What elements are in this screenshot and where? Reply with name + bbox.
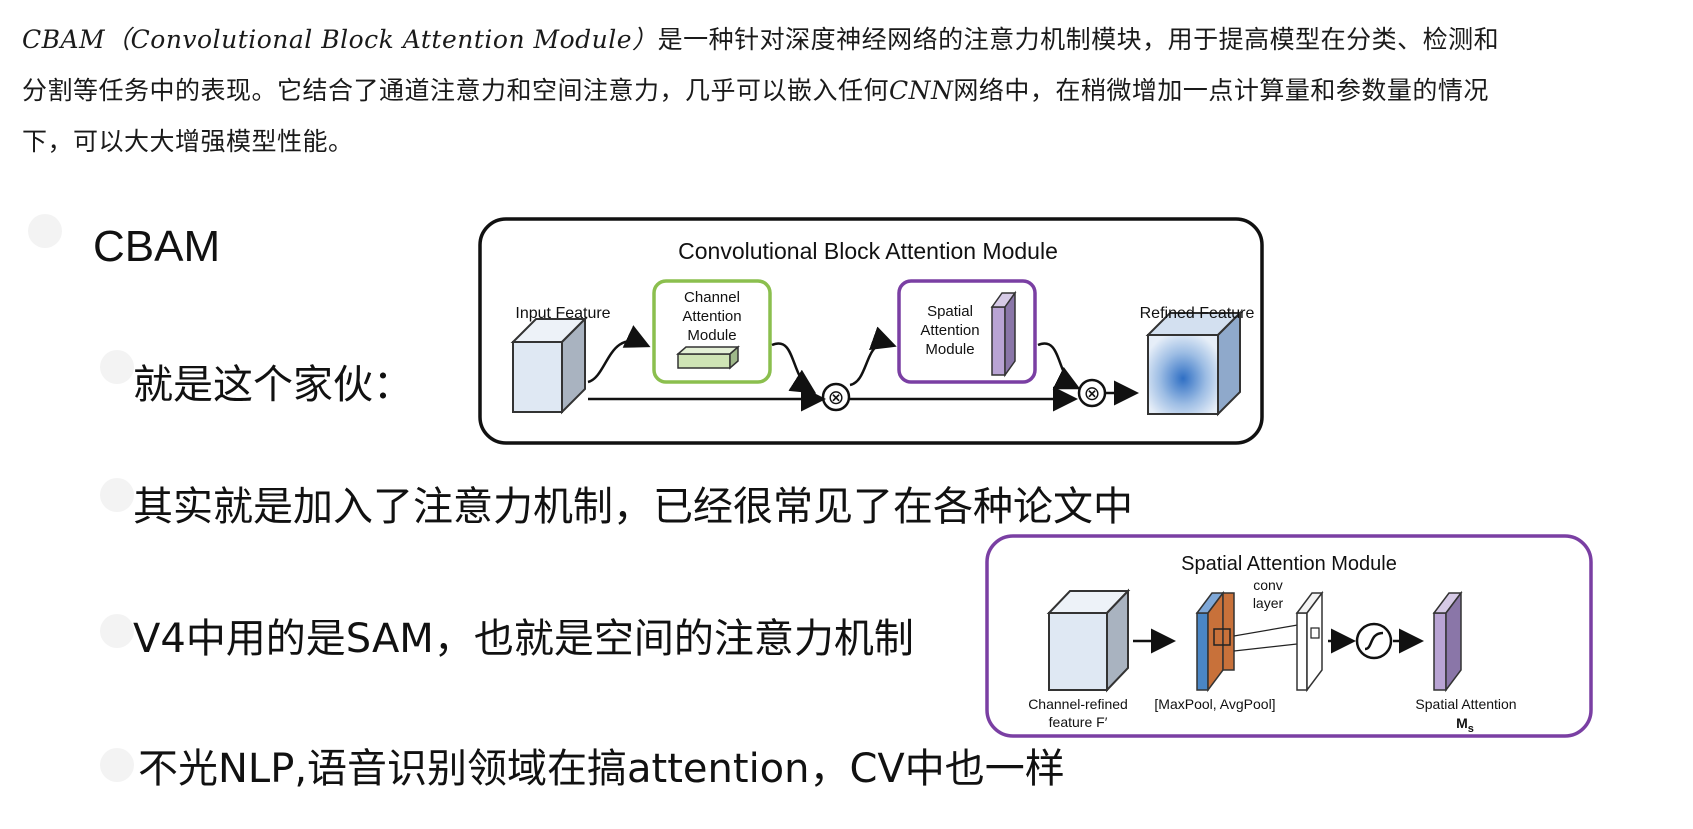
spatial-attention-map xyxy=(1432,590,1463,693)
multiply-icon xyxy=(1077,378,1107,408)
conv-layer-map xyxy=(1295,590,1324,693)
channel-attention-module: Channel Attention Module xyxy=(652,279,772,384)
spatial-label-line: Spatial xyxy=(927,303,973,320)
output-label-line: Spatial Attention xyxy=(1415,696,1516,712)
channel-label-line: Channel xyxy=(684,289,740,306)
intro-latin-cnn: CNN xyxy=(889,76,954,105)
conv-label-line: layer xyxy=(1253,595,1284,611)
intro-line-1: CBAM（Convolutional Block Attention Modul… xyxy=(22,14,1682,65)
spatial-label-line: Module xyxy=(925,341,974,358)
bullet-4: 不光NLP,语音识别领域在搞attention，CV中也一样 xyxy=(138,746,1065,792)
intro-line-3: 下，可以大大增强模型性能。 xyxy=(22,127,354,156)
intro-line-2: 分割等任务中的表现。它结合了通道注意力和空间注意力，几乎可以嵌入任何CNN网络中… xyxy=(22,65,1682,116)
bullet-1: 就是这个家伙： xyxy=(133,362,413,408)
sigmoid-icon xyxy=(1355,622,1393,660)
bullet-2: 其实就是加入了注意力机制，已经很常见了在各种论文中 xyxy=(133,484,1133,530)
bullet-dot xyxy=(28,214,62,248)
bullet-dot xyxy=(100,478,134,512)
intro-text: 是一种针对深度神经网络的注意力机制模块，用于提高模型在分类、检测和 xyxy=(657,25,1500,54)
intro-paragraph: CBAM（Convolutional Block Attention Modul… xyxy=(22,14,1682,167)
sam-diagram: Spatial Attention Module conv layer Chan… xyxy=(985,534,1595,740)
spatial-attention-module: Spatial Attention Module xyxy=(897,279,1037,384)
refined-feature-label: Refined Feature xyxy=(1140,305,1255,322)
output-symbol: Ms xyxy=(1456,715,1474,735)
intro-latin-title: CBAM（Convolutional Block Attention Modul… xyxy=(22,25,658,54)
cbam-diagram: Convolutional Block Attention Module Inp… xyxy=(478,217,1266,447)
intro-text: 分割等任务中的表现。它结合了通道注意力和空间注意力，几乎可以嵌入任何 xyxy=(22,76,890,105)
spatial-label-line: Attention xyxy=(920,322,979,339)
multiply-symbol: ⊗ xyxy=(1084,383,1101,405)
channel-refined-cube xyxy=(1046,588,1131,693)
multiply-symbol: ⊗ xyxy=(828,387,845,409)
input-label-line: feature F′ xyxy=(1049,714,1108,730)
bullet-dot xyxy=(100,748,134,782)
bullet-dot xyxy=(100,614,134,648)
cbam-title: Convolutional Block Attention Module xyxy=(678,238,1058,264)
pool-label: [MaxPool, AvgPool] xyxy=(1154,696,1275,712)
intro-text: 网络中，在稍微增加一点计算量和参数量的情况 xyxy=(953,76,1489,105)
channel-label-line: Attention xyxy=(682,308,741,325)
conv-label-line: conv xyxy=(1253,577,1283,593)
sam-title: Spatial Attention Module xyxy=(1181,553,1397,575)
input-label-line: Channel-refined xyxy=(1028,696,1128,712)
bullet-3: V4中用的是SAM，也就是空间的注意力机制 xyxy=(133,616,914,662)
input-cube xyxy=(510,316,588,415)
bullet-dot xyxy=(100,350,134,384)
channel-label-line: Module xyxy=(687,327,736,344)
input-feature-label: Input Feature xyxy=(515,305,610,322)
pooled-feature-maps xyxy=(1195,590,1235,693)
refined-cube xyxy=(1145,310,1243,417)
slide-title: CBAM xyxy=(93,222,221,271)
